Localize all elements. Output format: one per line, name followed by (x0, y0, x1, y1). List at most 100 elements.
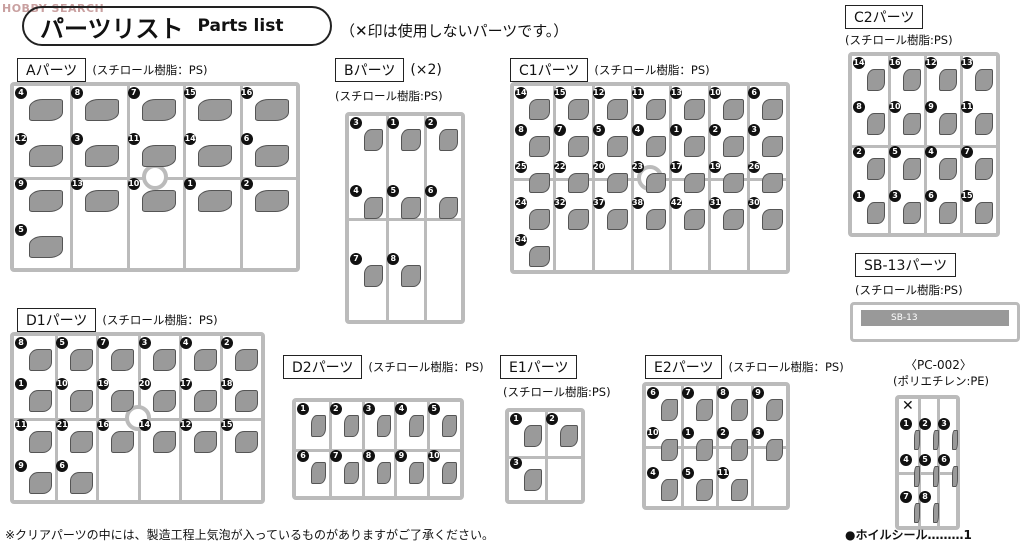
part-c1-2 (723, 135, 745, 157)
part-a-7 (141, 99, 176, 121)
part-number: 37 (592, 197, 605, 210)
part-number: 4 (15, 87, 27, 99)
part-c2-11 (975, 113, 993, 136)
part-a-11 (141, 144, 176, 167)
part-number: 3 (362, 403, 375, 415)
part-c1-42 (684, 209, 706, 231)
part-d1-20 (152, 390, 176, 412)
part-pc002-4 (914, 466, 920, 487)
part-c2-3 (903, 201, 921, 224)
part-number: 1 (682, 427, 694, 439)
part-d2-9 (409, 462, 425, 484)
part-d1-11 (29, 431, 53, 453)
part-c1-30 (762, 209, 783, 231)
part-d1-19 (111, 390, 135, 412)
part-number: 11 (631, 87, 644, 99)
part-number: 3 (889, 189, 901, 202)
part-c1-34 (529, 246, 550, 267)
part-c1-13 (684, 99, 706, 120)
a-parts-label: Aパーツ (17, 58, 87, 82)
part-c2-15 (975, 201, 993, 224)
part-number: 42 (670, 197, 683, 210)
part-e2-7 (696, 399, 713, 421)
part-d2-2 (343, 415, 359, 437)
part-d2-4 (409, 415, 425, 437)
part-number: 13 (961, 57, 973, 69)
d2-header: D2パーツ (スチロール樹脂：PS) (283, 355, 484, 379)
part-c2-6 (939, 201, 957, 224)
part-number: 3 (748, 123, 761, 136)
part-number: 11 (15, 419, 27, 431)
part-number: 10 (56, 378, 69, 390)
part-e2-8 (731, 399, 748, 421)
part-number: 14 (853, 57, 865, 69)
part-number: 20 (592, 160, 605, 173)
part-number: 18 (220, 378, 233, 390)
part-e2-2 (731, 439, 748, 461)
sprue-runner (899, 471, 956, 475)
part-number: 3 (938, 418, 950, 430)
d1-parts-label: D1パーツ (17, 308, 97, 332)
foil-sticker-count: ●ホイルシール………1 (845, 528, 972, 542)
part-number: 5 (428, 403, 441, 415)
part-e2-3 (766, 439, 783, 461)
part-number: 5 (889, 145, 901, 158)
part-number: 10 (889, 101, 901, 114)
part-a-13 (85, 190, 120, 212)
part-b-1 (401, 129, 421, 151)
part-e2-6 (661, 399, 678, 421)
part-c1-7 (567, 135, 589, 157)
part-a-2 (254, 190, 289, 212)
part-number: 2 (220, 337, 233, 349)
part-a-1 (198, 190, 233, 212)
part-number: 15 (220, 419, 233, 431)
part-number: 9 (15, 178, 27, 190)
part-c1-15 (567, 99, 589, 120)
part-d1-14 (152, 431, 176, 453)
part-d1-9 (29, 472, 53, 494)
part-c1-23 (645, 172, 667, 194)
part-number: 4 (179, 337, 192, 349)
part-a-9 (29, 190, 63, 212)
part-number: 4 (350, 185, 362, 197)
part-number: 7 (682, 387, 694, 399)
part-d1-17 (193, 390, 217, 412)
part-c1-4 (645, 135, 667, 157)
part-d1-15 (234, 431, 258, 453)
part-number: 10 (127, 178, 140, 190)
part-number: 19 (709, 160, 722, 173)
part-number: 2 (546, 413, 558, 425)
e1-parts-label: E1パーツ (500, 355, 578, 379)
part-number: 3 (350, 117, 362, 129)
part-b-5 (401, 197, 421, 219)
b-material: (スチロール樹脂:PS) (335, 89, 443, 103)
part-b-3 (364, 129, 384, 151)
part-number: 9 (925, 101, 937, 114)
part-number: 17 (670, 160, 683, 173)
part-c1-37 (606, 209, 628, 231)
part-number: 5 (15, 223, 27, 236)
part-number: 7 (97, 337, 110, 349)
part-number: 17 (179, 378, 192, 390)
sprue-runner (646, 446, 786, 449)
part-e1-2 (560, 425, 578, 447)
part-number: 12 (15, 132, 27, 145)
part-pc002-1 (914, 430, 920, 451)
part-c1-38 (645, 209, 667, 231)
part-a-6 (254, 144, 289, 167)
part-number: 11 (127, 132, 140, 145)
part-number: 6 (56, 460, 69, 472)
part-pc002-6 (952, 466, 958, 487)
part-number: 6 (925, 189, 937, 202)
part-number: 8 (515, 123, 527, 136)
part-number: 1 (900, 418, 912, 430)
part-d1-1 (29, 390, 53, 412)
part-number: 2 (853, 145, 865, 158)
part-c2-4 (939, 157, 957, 180)
part-c1-22 (567, 172, 589, 194)
part-c1-17 (684, 172, 706, 194)
part-number: 34 (515, 234, 527, 247)
sprue-runner (296, 449, 460, 452)
clear-parts-note: ※クリアパーツの中には、製造工程上気泡が入っているものがありますがご了承ください… (5, 528, 494, 542)
